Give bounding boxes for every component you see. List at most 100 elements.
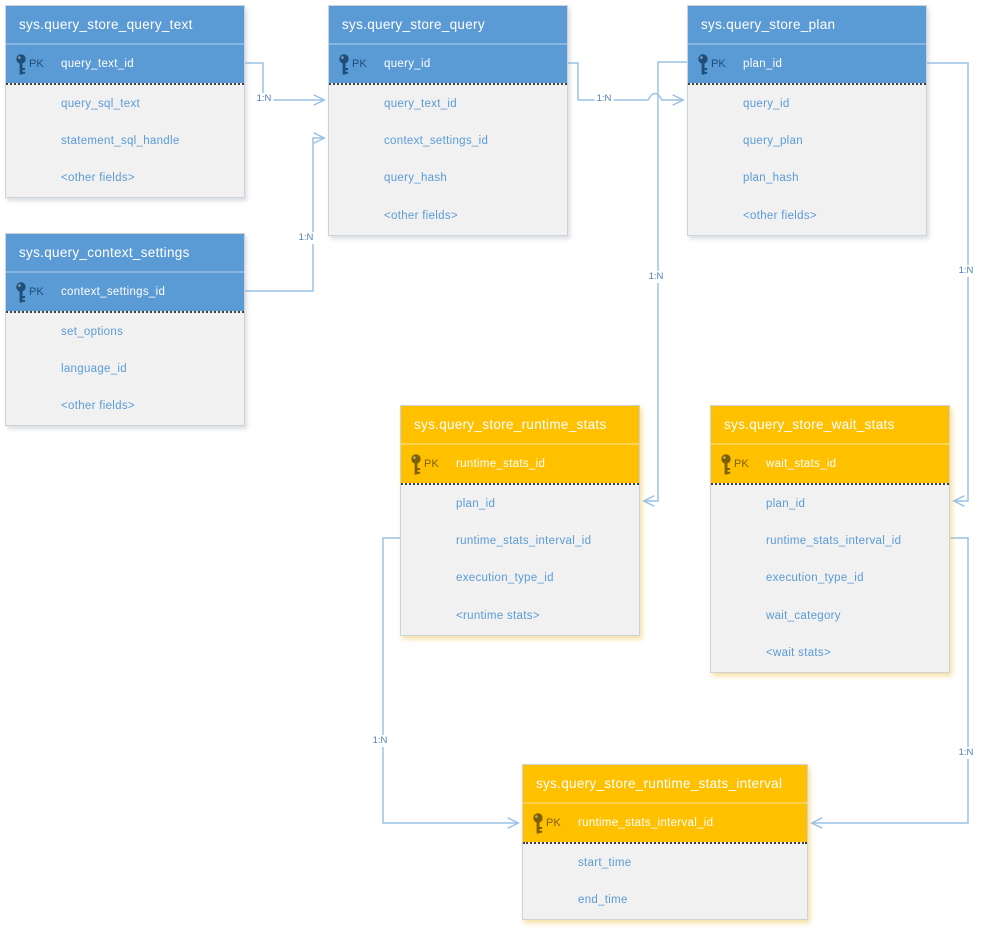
pk-label: PK — [29, 286, 44, 298]
field-row: <other fields> — [688, 197, 926, 234]
pk-field-name: context_settings_id — [61, 286, 166, 298]
field-row: runtime_stats_interval_id — [711, 522, 949, 559]
pk-field-name: runtime_stats_interval_id — [578, 817, 714, 829]
field-name: <runtime stats> — [456, 609, 540, 622]
field-row: query_sql_text — [6, 85, 244, 122]
table-title: sys.query_store_query — [329, 6, 567, 45]
field-name: statement_sql_handle — [61, 135, 180, 148]
field-name: <other fields> — [743, 209, 817, 222]
field-name: runtime_stats_interval_id — [456, 535, 592, 548]
field-name: query_plan — [743, 135, 803, 148]
pk-label: PK — [734, 458, 749, 470]
field-row: set_options — [6, 313, 244, 350]
field-row: statement_sql_handle — [6, 122, 244, 159]
relationship-label: 1:N — [956, 747, 976, 759]
field-name: plan_id — [456, 497, 496, 510]
key-icon — [15, 281, 27, 303]
field-name: execution_type_id — [766, 572, 864, 585]
field-row: runtime_stats_interval_id — [401, 522, 639, 559]
relationship-label: 1:N — [956, 265, 976, 277]
table-query-context-settings[interactable]: sys.query_context_settings PK context_se… — [5, 233, 245, 427]
pk-row: PK runtime_stats_id — [401, 445, 639, 483]
pk-label: PK — [711, 58, 726, 70]
table-query-store-plan[interactable]: sys.query_store_plan PK plan_id query_id… — [687, 5, 927, 236]
field-row: execution_type_id — [401, 560, 639, 597]
key-icon — [720, 453, 732, 475]
pk-row: PK plan_id — [688, 45, 926, 83]
field-name: <wait stats> — [766, 647, 831, 660]
table-query-store-runtime-stats[interactable]: sys.query_store_runtime_stats PK runtime… — [400, 405, 640, 636]
relationship-label: 1:N — [370, 735, 390, 747]
table-title: sys.query_store_wait_stats — [711, 406, 949, 445]
relationship-label: 1:N — [296, 232, 316, 244]
pk-row: PK context_settings_id — [6, 273, 244, 311]
field-row: end_time — [523, 881, 807, 918]
field-row: <runtime stats> — [401, 597, 639, 634]
field-list: plan_id runtime_stats_interval_id executio… — [711, 483, 949, 672]
field-name: <other fields> — [384, 209, 458, 222]
field-row: wait_category — [711, 597, 949, 634]
field-name: <other fields> — [61, 400, 135, 413]
table-query-store-query[interactable]: sys.query_store_query PK query_id query_… — [328, 5, 568, 236]
field-name: <other fields> — [61, 172, 135, 185]
field-row: <other fields> — [6, 388, 244, 425]
field-row: <wait stats> — [711, 635, 949, 672]
field-row: plan_id — [401, 485, 639, 522]
table-title: sys.query_store_runtime_stats — [401, 406, 639, 445]
field-list: query_id query_plan plan_hash <other fields… — [688, 83, 926, 235]
connector-contextsettings-to-query — [245, 138, 324, 292]
pk-row: PK wait_stats_id — [711, 445, 949, 483]
pk-label: PK — [29, 58, 44, 70]
key-icon — [410, 453, 422, 475]
relationship-label: 1:N — [254, 93, 274, 105]
pk-field-name: plan_id — [743, 58, 783, 70]
field-name: context_settings_id — [384, 135, 489, 148]
field-row: plan_id — [711, 485, 949, 522]
field-name: query_hash — [384, 172, 448, 185]
table-title: sys.query_store_runtime_stats_interval — [523, 765, 807, 804]
field-row: query_plan — [688, 122, 926, 159]
field-name: plan_hash — [743, 172, 799, 185]
pk-row: PK runtime_stats_interval_id — [523, 804, 807, 842]
field-name: query_sql_text — [61, 97, 140, 110]
field-row: language_id — [6, 350, 244, 387]
key-icon — [697, 53, 709, 75]
pk-label: PK — [546, 817, 561, 829]
field-list: query_text_id context_settings_id query_ha… — [329, 83, 567, 235]
field-list: set_options language_id <other fields> — [6, 311, 244, 426]
pk-row: PK query_text_id — [6, 45, 244, 83]
field-list: start_time end_time — [523, 842, 807, 919]
field-name: wait_category — [766, 609, 841, 622]
table-query-store-wait-stats[interactable]: sys.query_store_wait_stats PK wait_stats… — [710, 405, 950, 673]
table-title: sys.query_context_settings — [6, 234, 244, 273]
key-icon — [338, 53, 350, 75]
field-name: runtime_stats_interval_id — [766, 535, 902, 548]
table-query-store-query-text[interactable]: sys.query_store_query_text PK query_text… — [5, 5, 245, 199]
field-list: plan_id runtime_stats_interval_id executio… — [401, 483, 639, 635]
pk-row: PK query_id — [329, 45, 567, 83]
field-row: query_text_id — [329, 85, 567, 122]
field-row: context_settings_id — [329, 122, 567, 159]
field-name: set_options — [61, 325, 124, 338]
field-name: query_text_id — [384, 97, 457, 110]
pk-field-name: runtime_stats_id — [456, 458, 546, 470]
table-title: sys.query_store_plan — [688, 6, 926, 45]
field-row: <other fields> — [329, 197, 567, 234]
key-icon — [532, 812, 544, 834]
relationship-label: 1:N — [594, 93, 614, 105]
field-name: end_time — [578, 894, 628, 907]
field-row: plan_hash — [688, 160, 926, 197]
field-name: plan_id — [766, 497, 806, 510]
field-name: query_id — [743, 97, 790, 110]
field-list: query_sql_text statement_sql_handle <other… — [6, 83, 244, 198]
pk-field-name: wait_stats_id — [766, 458, 837, 470]
connector-query-to-plan — [568, 62, 683, 100]
field-row: query_hash — [329, 160, 567, 197]
key-icon — [15, 53, 27, 75]
field-row: <other fields> — [6, 160, 244, 197]
field-name: start_time — [578, 856, 632, 869]
table-query-store-runtime-stats-interval[interactable]: sys.query_store_runtime_stats_interval P… — [522, 764, 808, 920]
field-name: language_id — [61, 363, 127, 376]
pk-label: PK — [352, 58, 367, 70]
